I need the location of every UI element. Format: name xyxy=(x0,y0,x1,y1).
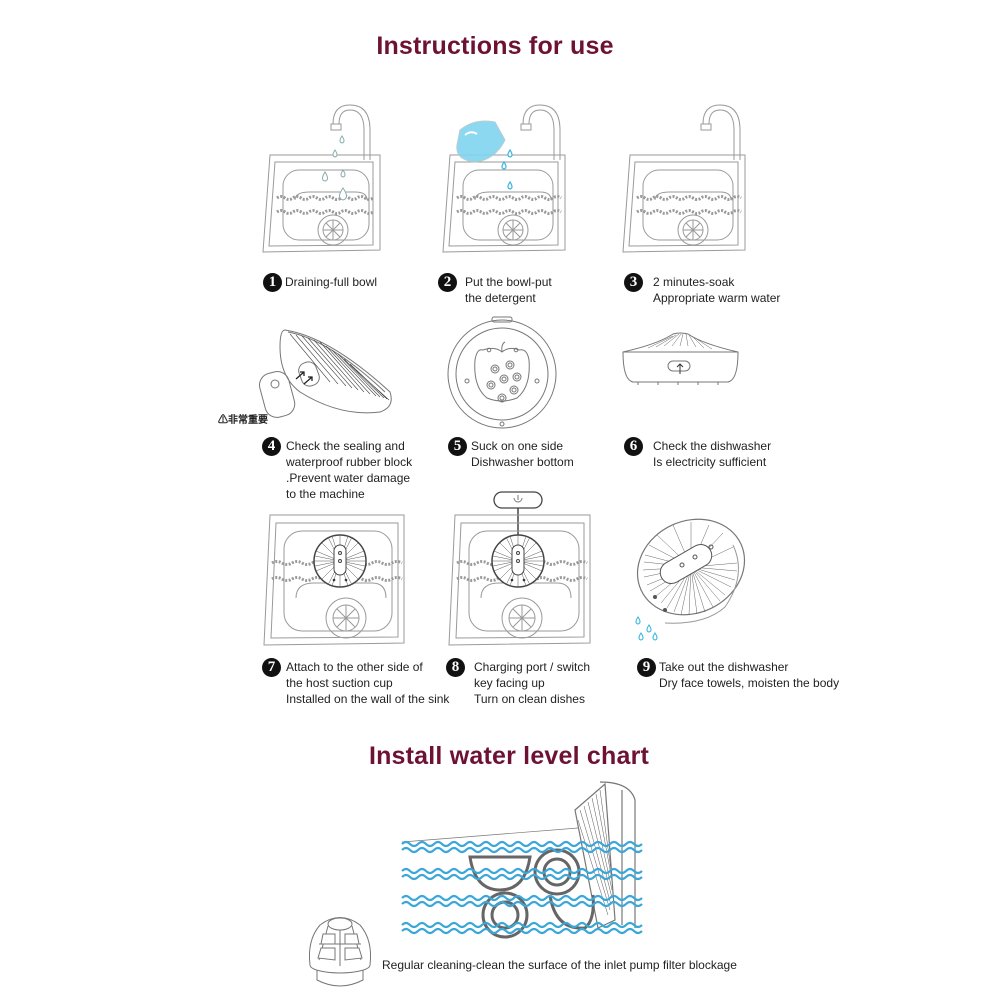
power-icon xyxy=(513,495,523,503)
step-number-badge: 4 xyxy=(262,437,281,456)
step-number-badge: 2 xyxy=(438,273,457,292)
dishwasher-bottom-suction-icon xyxy=(447,316,557,429)
dishwasher-side-charge-icon xyxy=(622,332,739,385)
sink-dishwasher-power-icon xyxy=(448,491,591,646)
sink-dishwasher-attached-icon xyxy=(263,514,405,646)
sink-detergent-pour-icon xyxy=(442,104,566,253)
step-number-badge: 9 xyxy=(637,658,656,677)
step-number-badge: 6 xyxy=(624,437,643,456)
sink-soak-icon xyxy=(622,104,746,253)
warning-label: ⚠非常重要 xyxy=(218,415,268,426)
dishwasher-drip-dry-icon xyxy=(635,518,746,641)
inlet-pump-filter-icon xyxy=(309,917,371,987)
sink-faucet-drops-icon xyxy=(262,104,381,253)
section-title: Install water level chart xyxy=(368,742,650,770)
cleaning-caption: Regular cleaning-clean the surface of th… xyxy=(382,958,737,972)
dishwasher-rubber-block-icon xyxy=(259,329,392,418)
step-number-badge: 5 xyxy=(448,437,467,456)
step-number-badge: 8 xyxy=(446,658,465,677)
step-number-badge: 1 xyxy=(263,273,282,292)
step-number-badge: 3 xyxy=(624,273,643,292)
page-title: Instructions for use xyxy=(376,32,614,60)
water-level-diagram xyxy=(401,781,643,939)
step-number-badge: 7 xyxy=(262,658,281,677)
